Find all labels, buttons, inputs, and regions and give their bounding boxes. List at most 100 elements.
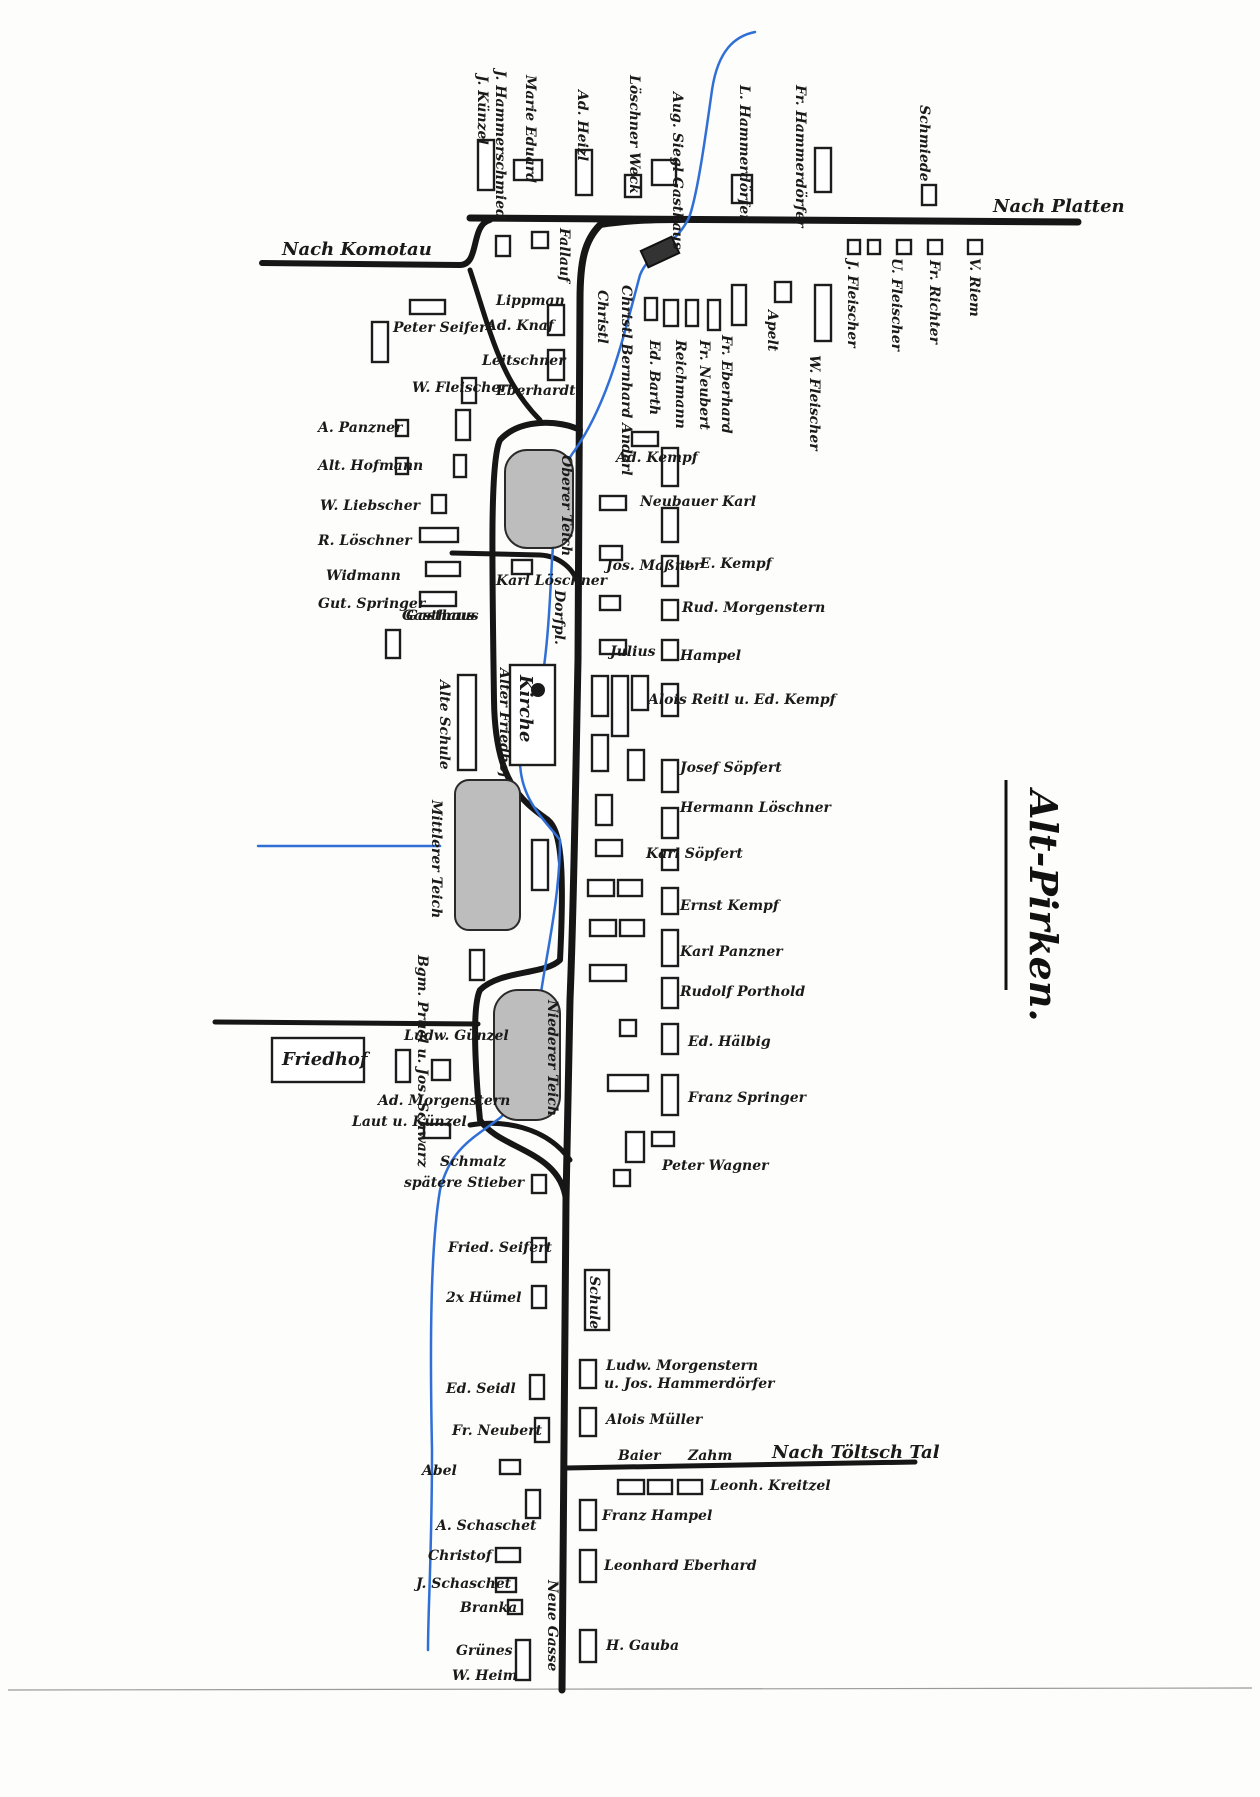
stream	[256, 30, 757, 1652]
label-house-name: Leitschner	[481, 353, 567, 369]
label-house-name: Franz Springer	[687, 1090, 808, 1106]
house	[660, 1022, 680, 1056]
label-house-name: U. Fleischer	[888, 258, 904, 353]
label-house-name: Ad. Heizl	[574, 88, 590, 161]
house	[574, 148, 594, 197]
house	[408, 298, 447, 316]
label-to-komotau: Nach Komotau	[281, 239, 432, 260]
label-house-name: Karl Panzner	[679, 944, 784, 960]
label-house-name: Abel	[420, 1463, 457, 1479]
label-house-name: R. Löschner	[317, 533, 413, 549]
house	[662, 298, 680, 328]
label-house-name: Bgm. Pruel u. Jos. Schwarz	[414, 954, 430, 1168]
label-house-name: Karl Söpfert	[645, 846, 743, 862]
house	[494, 1576, 518, 1594]
lane-north	[467, 267, 543, 423]
house	[578, 1406, 598, 1438]
house	[650, 1130, 676, 1148]
house	[773, 280, 793, 304]
label-house-name: spätere Stieber	[404, 1175, 526, 1191]
road-junction	[597, 217, 683, 228]
house	[546, 348, 566, 382]
house	[660, 638, 680, 662]
house	[394, 456, 410, 476]
lane-niederer	[467, 1120, 573, 1163]
label-niederer-teich: Niederer Teich	[544, 999, 560, 1116]
house	[506, 1598, 524, 1616]
house	[660, 928, 680, 968]
label-house-name: Christof	[428, 1548, 495, 1564]
house	[626, 748, 646, 782]
label-house-name: Christl	[594, 290, 610, 344]
house	[578, 1498, 598, 1532]
label-house-name: J. Künzel	[474, 72, 490, 145]
label-house-name: Karl Löschner	[495, 573, 609, 589]
label-house-name: u. E. Kempf	[680, 556, 775, 572]
label-house-name: A. Schaschet	[434, 1518, 537, 1534]
old-school-building	[456, 673, 478, 772]
house	[530, 1173, 548, 1195]
label-house-name: Eberhardt	[495, 383, 576, 399]
label-house-name: V. Riem	[966, 258, 982, 317]
label-house-name: 2x Hümel	[445, 1290, 521, 1306]
house	[530, 1284, 548, 1310]
house	[588, 963, 628, 983]
label-dorfpl: Dorfpl.	[551, 589, 567, 645]
map-title: Alt-Pirken.	[1021, 787, 1066, 1022]
label-house-name: Fr. Neubert	[451, 1423, 542, 1439]
label-house-name: Ad. Morgenstern	[376, 1093, 510, 1109]
label-house-name: Laut u. Künzel	[351, 1114, 467, 1130]
label-gasthaus: Gasthaus	[402, 608, 475, 624]
house	[660, 446, 680, 488]
house	[624, 1130, 646, 1164]
house	[612, 1168, 632, 1188]
house	[660, 682, 680, 718]
label-house-name: Apelt	[764, 308, 780, 352]
house	[846, 238, 862, 256]
label-house-name: Lippman	[495, 293, 565, 309]
house	[616, 1478, 646, 1496]
house	[660, 506, 680, 544]
house	[730, 173, 754, 205]
label-house-name: Fried. Seifert	[447, 1240, 552, 1256]
label-alter-friedhof: Alter Friedhof	[496, 666, 512, 781]
label-house-name: Julius	[607, 644, 656, 660]
label-house-name: W. Fleischer	[412, 380, 509, 396]
label-house-name: Ad. Knaf	[484, 318, 557, 334]
label-to-platten: Nach Platten	[992, 196, 1125, 217]
label-house-name: Fr. Hammerdörfer	[792, 84, 808, 229]
label-house-name: Reichmann	[672, 339, 688, 429]
house	[610, 674, 630, 738]
house	[512, 158, 544, 182]
house	[418, 526, 460, 544]
label-house-name: Branka	[459, 1600, 517, 1616]
label-house-name: Schmiede	[916, 105, 932, 182]
house	[684, 298, 700, 328]
label-schule: Schule	[586, 1276, 602, 1329]
house	[660, 598, 680, 622]
house	[586, 878, 616, 898]
pond-mittlerer	[454, 779, 521, 931]
house	[476, 138, 496, 192]
house	[618, 918, 646, 938]
house	[430, 1058, 452, 1082]
label-friedhof: Friedhof	[281, 1049, 371, 1070]
house	[530, 838, 550, 892]
house	[730, 283, 748, 327]
school-building	[583, 1268, 611, 1332]
label-house-name: Fr. Richter	[926, 259, 942, 346]
label-house-name: Ed. Seidl	[445, 1381, 516, 1397]
main-street	[558, 221, 604, 1694]
house	[618, 1018, 638, 1038]
label-to-toeltsch: Nach Töltsch Tal	[771, 1442, 940, 1463]
label-house-name: Ed. Barth	[646, 339, 662, 415]
mill-building	[639, 235, 681, 269]
label-house-name: Grünes	[456, 1643, 513, 1659]
label-house-name: Rudolf Porthold	[679, 984, 805, 1000]
house	[524, 1488, 542, 1520]
label-house-name: Fr. Eberhard	[718, 334, 734, 434]
house	[528, 1373, 546, 1401]
label-house-name: Gut. Springer	[318, 596, 427, 612]
house	[660, 848, 680, 872]
